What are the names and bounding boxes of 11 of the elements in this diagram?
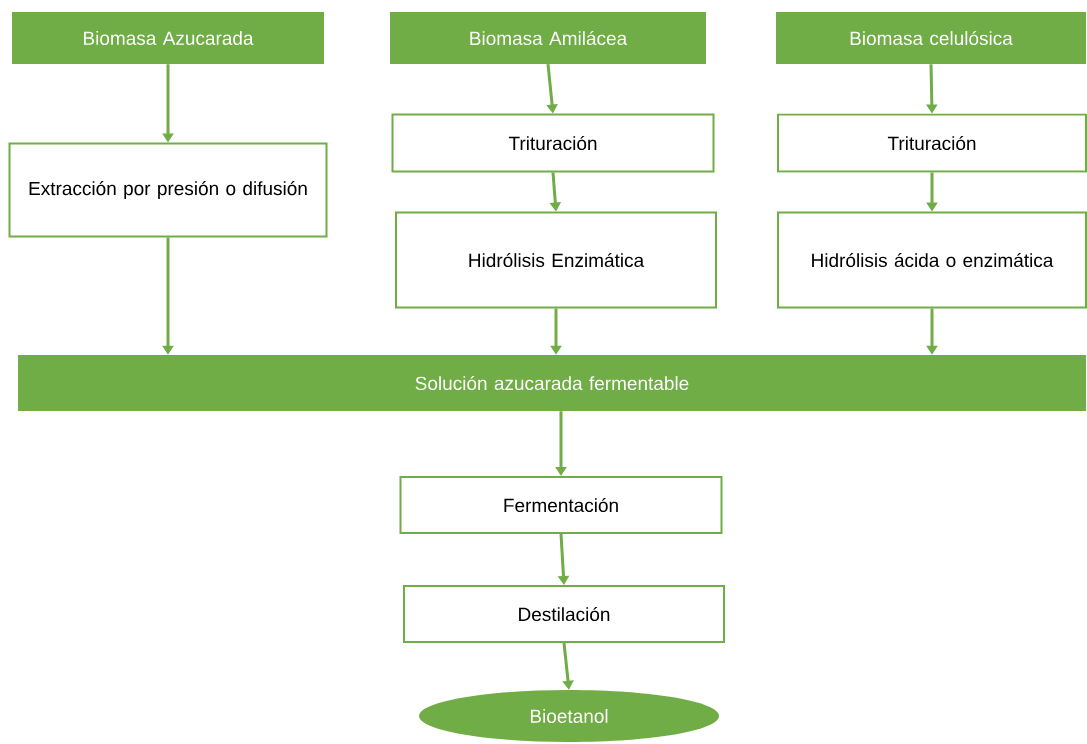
header-box: Biomasa Azucarada [12, 12, 324, 64]
process-box: Hidrólisis Enzimática [395, 211, 717, 309]
process-box: Destilación [403, 585, 725, 643]
process-box: Trituración [777, 113, 1087, 173]
header-bar: Solución azucarada fermentable [18, 355, 1086, 411]
process-box: Fermentación [399, 476, 723, 534]
header-box: Biomasa Amilácea [390, 12, 706, 64]
process-box: Extracción por presión o difusión [8, 142, 328, 238]
process-box: Trituración [391, 113, 715, 173]
process-box: Hidrólisis ácida o enzimática [777, 211, 1087, 309]
header-box: Biomasa celulósica [776, 12, 1086, 64]
